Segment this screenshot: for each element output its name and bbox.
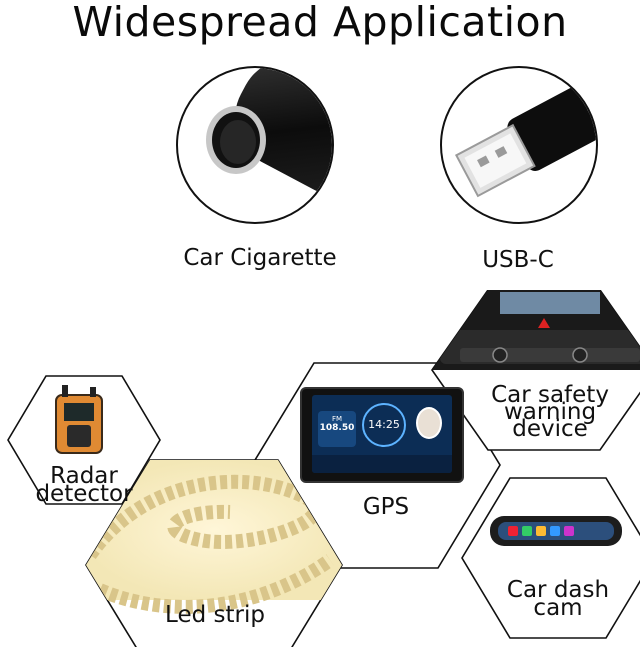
car-cigarette-label: Car Cigarette xyxy=(183,245,337,271)
usb-plug-icon xyxy=(454,75,596,198)
radar-label-line2: detector xyxy=(35,481,133,507)
gps-speed-panel: FM 108.50 xyxy=(318,411,356,447)
cigarette-socket-icon xyxy=(206,68,332,196)
dashboard-image xyxy=(432,290,640,370)
gps-clock-dial: 14:25 xyxy=(362,403,406,447)
dashcam-label-line1: Car dash xyxy=(506,577,610,603)
dashcam-mirror-image xyxy=(490,516,622,546)
gps-clock: 14:25 xyxy=(368,418,400,431)
usb-image xyxy=(440,66,598,224)
gps-label: GPS xyxy=(362,494,410,520)
car-cigarette-image xyxy=(176,66,334,224)
led-strip-label: Led strip xyxy=(165,602,265,628)
warning-label-line3: device xyxy=(512,416,588,442)
gps-avatar xyxy=(416,407,442,439)
warning-label-line2: warning xyxy=(503,399,597,425)
usb-label: USB-C xyxy=(482,247,554,273)
gps-app-bar xyxy=(312,455,452,473)
page-title: Widespread Application xyxy=(72,0,568,46)
radar-label-line1: Radar xyxy=(50,463,118,489)
warning-label-line1: Car safety xyxy=(491,382,609,408)
gps-fm-label: FM xyxy=(331,415,343,423)
gps-frequency: 108.50 xyxy=(319,423,355,433)
radar-detector-icon xyxy=(55,385,103,454)
gps-head-unit: FM 108.50 14:25 xyxy=(300,387,464,483)
dashcam-label-line2: cam xyxy=(533,595,583,621)
gps-screen: FM 108.50 14:25 xyxy=(312,395,452,473)
